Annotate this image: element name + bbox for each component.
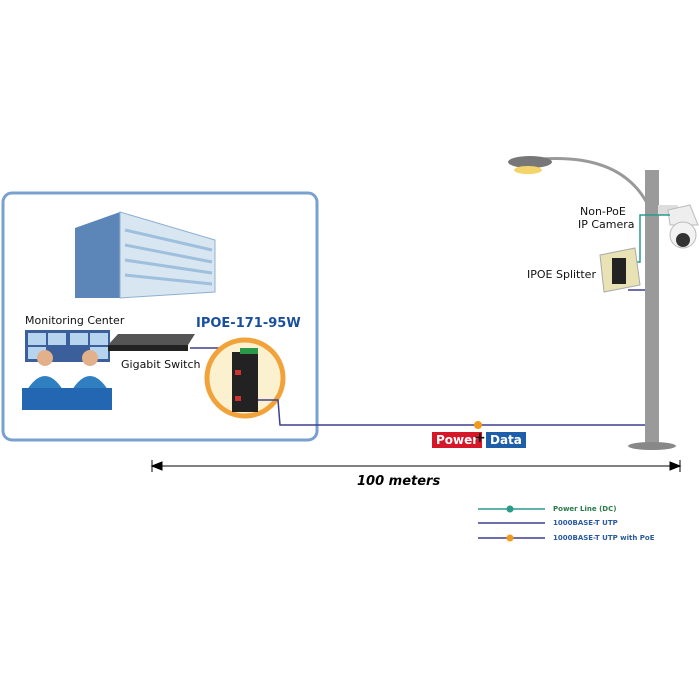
- monitor-wall-icon: [25, 330, 110, 362]
- gigabit-switch-icon: [108, 334, 195, 351]
- street-pole: [645, 170, 659, 445]
- splitter-label: IPOE Splitter: [527, 268, 596, 281]
- camera-label-line1: Non-PoE: [580, 205, 626, 218]
- building-icon: [75, 211, 216, 299]
- poe-dot: [474, 421, 482, 429]
- legend-utp-poe: 1000BASE-T UTP with PoE: [553, 534, 655, 542]
- street-lamp-icon: [508, 156, 552, 168]
- power-badge: Power: [432, 432, 483, 448]
- camera-label-line2: IP Camera: [578, 218, 635, 231]
- lamp-light: [514, 166, 542, 174]
- data-badge: Data: [486, 432, 526, 448]
- legend-lines: [478, 505, 545, 542]
- monitoring-center-label: Monitoring Center: [25, 314, 125, 327]
- legend-utp: 1000BASE-T UTP: [553, 519, 618, 527]
- legend-power-line: Power Line (DC): [553, 505, 617, 513]
- ip-camera-icon: [658, 204, 699, 249]
- operators-icon: [22, 350, 112, 410]
- plus-sign: +: [474, 430, 486, 446]
- model-label: IPOE-171-95W: [196, 316, 301, 331]
- distance-label: 100 meters: [357, 474, 441, 489]
- ipoe-splitter-icon: [599, 247, 641, 293]
- lamp-arm: [529, 156, 650, 206]
- distance-dimension-line: [150, 460, 682, 472]
- pole-base: [628, 442, 676, 450]
- ipoe-injector-icon: [232, 348, 258, 412]
- gigabit-switch-label: Gigabit Switch: [121, 358, 201, 371]
